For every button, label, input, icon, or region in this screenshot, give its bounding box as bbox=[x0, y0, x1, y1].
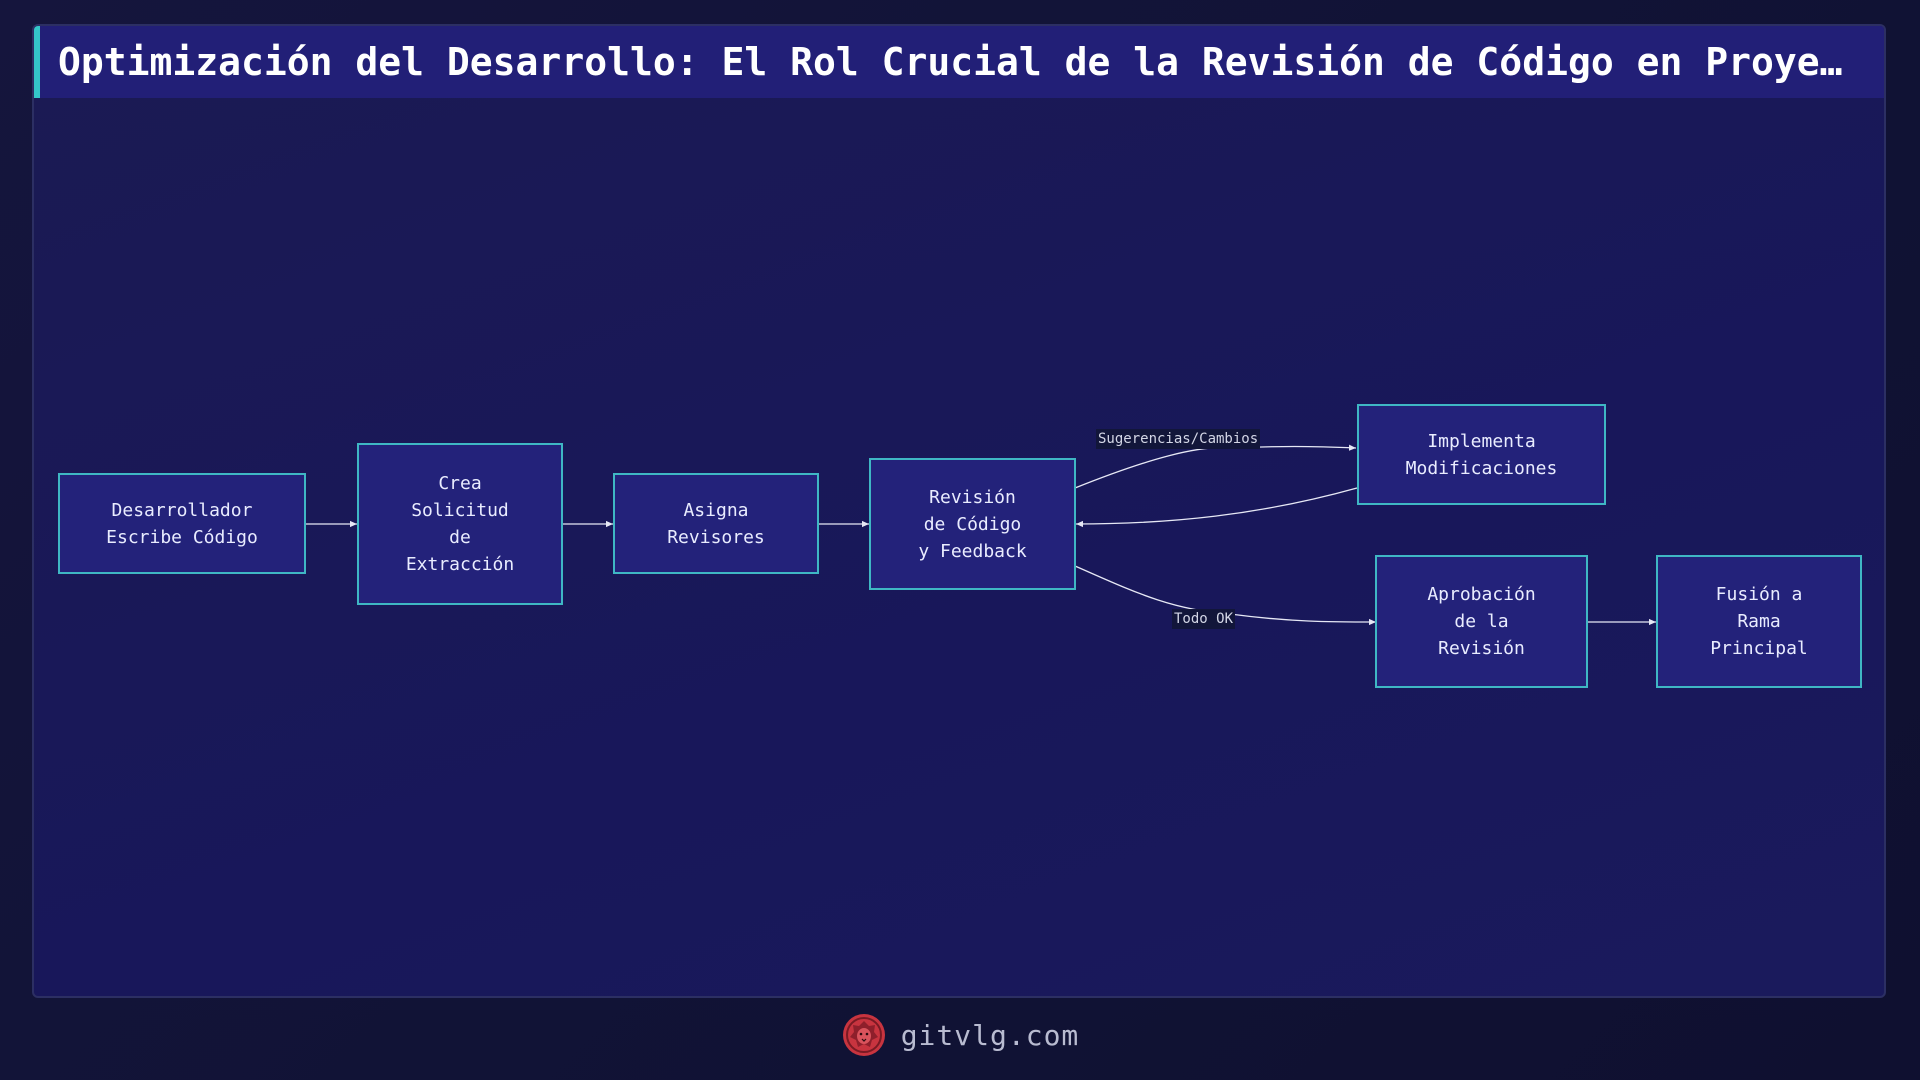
node-merge-main-branch: Fusión a Rama Principal bbox=[1656, 555, 1862, 688]
footer-site-name[interactable]: gitvlg.com bbox=[900, 1018, 1080, 1052]
node-code-review-feedback: Revisión de Código y Feedback bbox=[869, 458, 1076, 590]
edge-implement-review bbox=[1075, 487, 1358, 528]
node-implement-changes: Implementa Modificaciones bbox=[1357, 404, 1606, 505]
node-review-approval: Aprobación de la Revisión bbox=[1375, 555, 1588, 688]
node-create-pull-request: Crea Solicitud de Extracción bbox=[357, 443, 563, 605]
lion-head-icon bbox=[842, 1014, 885, 1056]
title-bar: Optimización del Desarrollo: El Rol Cruc… bbox=[34, 26, 1884, 98]
node-developer-writes-code: Desarrollador Escribe Código bbox=[58, 473, 306, 574]
edge-review-implement bbox=[1074, 444, 1357, 489]
node-assign-reviewers: Asigna Revisores bbox=[613, 473, 819, 574]
edge-label-changes: Sugerencias/Cambios bbox=[1096, 429, 1261, 449]
diagram-frame: Optimización del Desarrollo: El Rol Cruc… bbox=[32, 24, 1886, 998]
footer: gitvlg.com bbox=[0, 1012, 1920, 1058]
edge-label-ok: Todo OK bbox=[1172, 609, 1236, 629]
